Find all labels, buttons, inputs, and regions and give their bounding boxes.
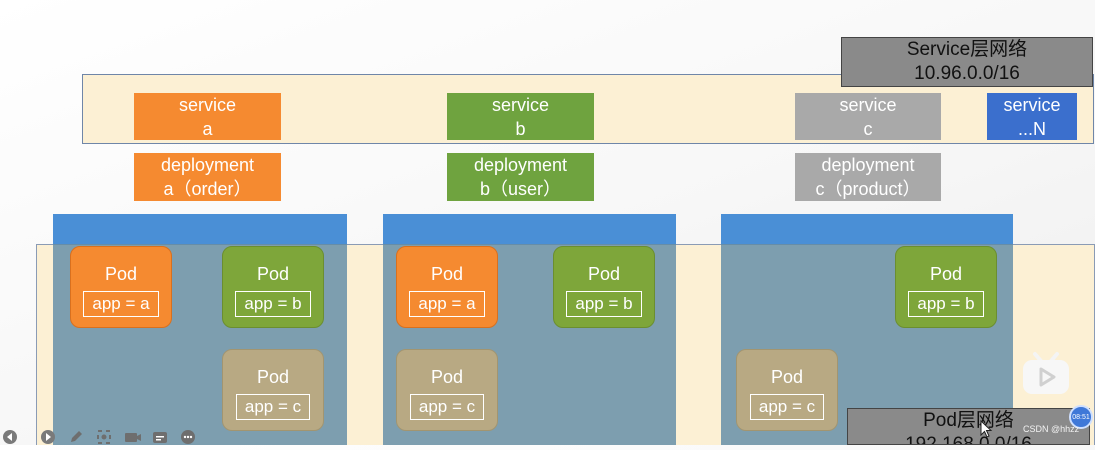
cursor-icon — [980, 419, 994, 438]
screenshot-icon[interactable] — [96, 429, 112, 445]
service-n-line1: service — [1003, 94, 1061, 115]
pod-b-node3: Pod app = b — [895, 246, 997, 328]
pod-layer-title: Pod层网络 192.168.0.0/16 — [847, 408, 1090, 445]
pod-title: Pod — [929, 264, 963, 284]
pod-title: Pod — [587, 264, 621, 284]
service-b: service b — [447, 93, 594, 140]
pod-label: app = c — [235, 394, 311, 420]
subtitle-icon[interactable] — [152, 429, 168, 445]
deployment-b: deployment b（user） — [447, 153, 594, 201]
pod-b-node1: Pod app = b — [222, 246, 324, 328]
deployment-b-line1: deployment — [473, 155, 568, 175]
pod-label: app = a — [409, 291, 485, 317]
deployment-c: deployment c（product） — [795, 153, 941, 201]
pod-layer-title-line1: Pod层网络 — [923, 410, 1014, 431]
deployment-c-line2: c（product） — [815, 179, 921, 199]
pod-title: Pod — [770, 367, 804, 387]
service-b-line1: service — [491, 94, 549, 115]
pod-title: Pod — [430, 367, 464, 387]
pod-label: app = c — [749, 394, 825, 420]
pod-c-node2: Pod app = c — [396, 349, 498, 431]
pod-label: app = b — [566, 291, 642, 317]
pod-title: Pod — [104, 264, 138, 284]
service-layer-title-line1: Service层网络 — [906, 39, 1028, 60]
pod-c-node3: Pod app = c — [736, 349, 838, 431]
pod-title: Pod — [256, 264, 290, 284]
service-c-line2: c — [863, 118, 873, 139]
csdn-watermark: CSDN @hhzz — [1023, 424, 1080, 434]
play-icon[interactable] — [40, 429, 56, 445]
deployment-b-line2: b（user） — [479, 179, 562, 199]
deployment-c-line1: deployment — [821, 155, 915, 175]
more-icon[interactable] — [180, 429, 196, 445]
service-a-line2: a — [202, 118, 213, 139]
timer-badge[interactable]: 08:51 — [1069, 405, 1093, 429]
pen-icon[interactable] — [68, 429, 84, 445]
service-a-line1: service — [178, 94, 236, 115]
deployment-a: deployment a（order） — [134, 153, 281, 201]
node-3-header — [721, 214, 1013, 244]
service-c-line1: service — [839, 94, 897, 115]
tv-play-icon[interactable] — [1021, 350, 1071, 396]
pod-title: Pod — [430, 264, 464, 284]
service-n: service ...N — [987, 93, 1077, 140]
pod-a-node2: Pod app = a — [396, 246, 498, 328]
node-1-header — [53, 214, 347, 244]
camera-icon[interactable] — [124, 429, 141, 445]
pod-c-node1: Pod app = c — [222, 349, 324, 431]
service-n-line2: ...N — [1017, 118, 1046, 139]
service-b-line2: b — [515, 118, 526, 139]
player-toolbar — [2, 428, 196, 445]
pod-title: Pod — [256, 367, 290, 387]
deployment-a-line2: a（order） — [163, 179, 252, 199]
pod-layer-cidr: 192.168.0.0/16 — [905, 434, 1032, 445]
service-a: service a — [134, 93, 281, 140]
service-c: service c — [795, 93, 941, 140]
pod-label: app = c — [409, 394, 485, 420]
pod-b-node2: Pod app = b — [553, 246, 655, 328]
pod-label: app = b — [235, 291, 311, 317]
prev-icon[interactable] — [2, 429, 18, 445]
pod-label: app = a — [83, 291, 159, 317]
service-layer-cidr: 10.96.0.0/16 — [914, 63, 1020, 84]
pod-a-node1: Pod app = a — [70, 246, 172, 328]
node-2-header — [383, 214, 676, 244]
deployment-a-line1: deployment — [160, 155, 255, 175]
service-layer-title: Service层网络 10.96.0.0/16 — [841, 37, 1093, 87]
pod-label: app = b — [908, 291, 984, 317]
